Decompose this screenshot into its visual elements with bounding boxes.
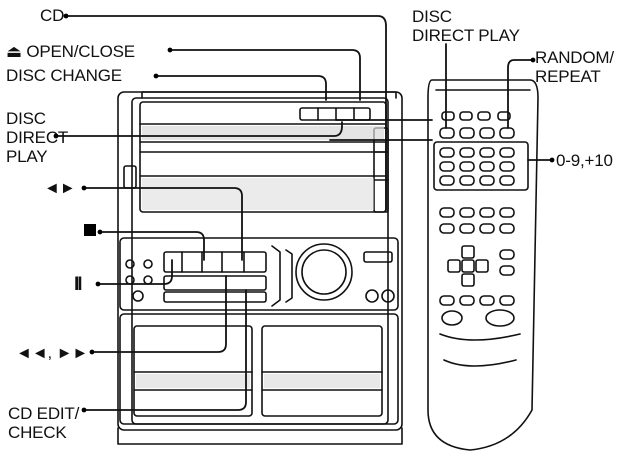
label-disc-direct-play-left-1: DISC — [6, 109, 46, 128]
label-disc-direct-play-top-1: DISC — [412, 7, 452, 26]
remote-control — [427, 79, 539, 451]
stereo-unit — [117, 91, 403, 445]
search-symbols-label: ◄◄, ►► — [16, 345, 89, 362]
label-disc-direct-play-top-2: DIRECT PLAY — [412, 26, 520, 45]
pause-symbol-label: II — [74, 274, 82, 295]
label-numeric-keys: 0-9,+10 — [556, 151, 613, 170]
play-symbol-label: ◄► — [44, 180, 76, 197]
label-cd: CD — [40, 6, 65, 25]
label-random-repeat-1: RANDOM/ — [535, 48, 614, 67]
label-cd-edit-check-2: CHECK — [8, 423, 67, 442]
label-cd-edit-check-1: CD EDIT/ — [8, 404, 80, 423]
label-disc-direct-play-left-2: DIRECT — [6, 128, 69, 147]
label-disc-direct-play-left-3: PLAY — [6, 147, 48, 166]
leader-lines — [55, 15, 553, 411]
label-random-repeat-2: REPEAT — [535, 67, 601, 86]
stop-square-icon — [84, 224, 96, 236]
label-open-close: ⏏ OPEN/CLOSE — [6, 42, 135, 61]
label-disc-change: DISC CHANGE — [6, 66, 122, 85]
